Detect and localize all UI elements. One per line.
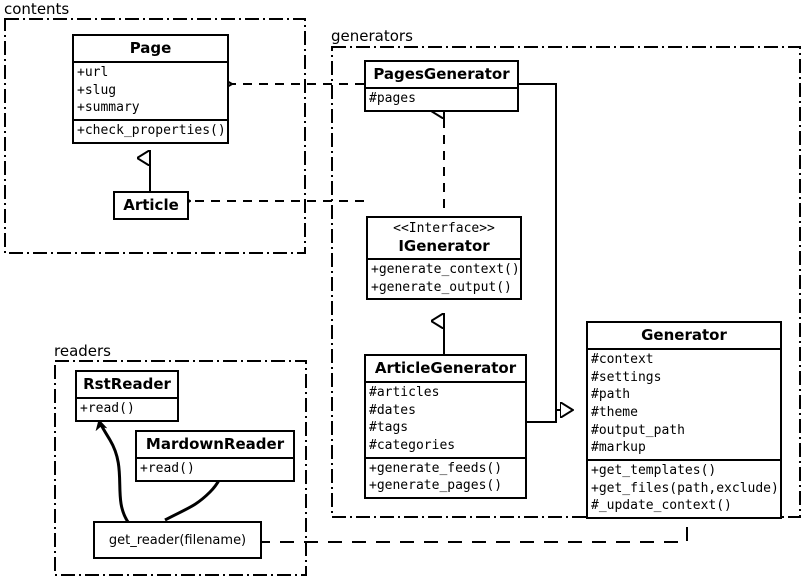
class-name-igenerator: IGenerator xyxy=(398,236,490,255)
attribute-item: #articles xyxy=(369,385,440,400)
attribute-item: #markup xyxy=(591,440,646,456)
attribute-item: +summary xyxy=(77,100,140,116)
method-item: +read() xyxy=(80,401,135,416)
class-box-article[interactable]: Article xyxy=(113,191,189,220)
attribute-item: #categories xyxy=(369,438,456,454)
method-item: +generate_context() xyxy=(371,261,520,277)
function-box-get-reader[interactable]: get_reader(filename) xyxy=(93,521,262,559)
attribute-item: #pages xyxy=(369,91,416,106)
class-methods-igenerator: +generate_context() +generate_output() xyxy=(368,260,520,298)
attribute-item: +slug xyxy=(77,82,117,98)
method-item: #_update_context() xyxy=(591,498,732,514)
class-stereotype-igenerator: <<Interface>> xyxy=(393,221,495,236)
relation-get-reader-creates-rstreader xyxy=(95,419,130,523)
method-item: +generate_output() xyxy=(371,279,512,295)
class-name-article: Article xyxy=(123,196,179,214)
class-methods-mardownreader: +read() xyxy=(137,459,293,480)
class-methods-articlegenerator: +generate_feeds() +generate_pages() xyxy=(366,459,525,497)
class-attributes-page: +url +slug +summary xyxy=(74,63,227,119)
package-label-generators: generators xyxy=(331,27,413,45)
attribute-item: #tags xyxy=(369,420,409,436)
attribute-item: #output_path xyxy=(591,422,685,438)
attribute-item: #path xyxy=(591,387,631,403)
attribute-item: #theme xyxy=(591,405,638,421)
class-name-generator: Generator xyxy=(641,326,727,344)
package-label-readers: readers xyxy=(54,342,111,360)
class-name-rstreader: RstReader xyxy=(83,375,171,393)
class-box-rstreader[interactable]: RstReader +read() xyxy=(75,370,179,422)
relation-pagesgenerator-extends-generator xyxy=(519,83,573,410)
class-name-pagesgenerator: PagesGenerator xyxy=(373,65,510,83)
class-methods-page: +check_properties() xyxy=(74,121,227,142)
class-attributes-pagesgenerator: #pages xyxy=(366,89,517,110)
method-item: +check_properties() xyxy=(77,123,226,139)
attribute-item: #dates xyxy=(369,402,416,418)
class-box-mardownreader[interactable]: MardownReader +read() xyxy=(135,430,295,482)
class-name-mardownreader: MardownReader xyxy=(145,435,285,453)
class-box-igenerator[interactable]: <<Interface>> IGenerator +generate_conte… xyxy=(366,216,522,301)
class-header-igenerator: <<Interface>> IGenerator xyxy=(368,218,520,258)
class-methods-generator: +get_templates() +get_files(path,exclude… xyxy=(588,461,780,517)
attribute-item: #context xyxy=(591,352,654,367)
class-attributes-generator: #context #settings #path #theme #output_… xyxy=(588,350,780,459)
class-name-articlegenerator: ArticleGenerator xyxy=(374,359,517,377)
method-item: +generate_pages() xyxy=(369,478,503,494)
attribute-item: +url xyxy=(77,65,109,80)
package-label-contents: contents xyxy=(4,0,70,18)
function-label-get-reader: get_reader(filename) xyxy=(108,532,247,548)
class-box-articlegenerator[interactable]: ArticleGenerator #articles #dates #tags … xyxy=(364,354,527,500)
method-item: +get_templates() xyxy=(591,463,717,479)
method-item: +get_files(path,exclude) xyxy=(591,480,779,496)
attribute-item: #settings xyxy=(591,369,662,385)
class-methods-rstreader: +read() xyxy=(77,399,177,420)
class-box-page[interactable]: Page +url +slug +summary +check_properti… xyxy=(72,34,229,144)
class-attributes-articlegenerator: #articles #dates #tags #categories xyxy=(366,383,525,457)
method-item: +read() xyxy=(140,461,195,476)
class-box-generator[interactable]: Generator #context #settings #path #them… xyxy=(586,321,782,520)
method-item: +generate_feeds() xyxy=(369,460,503,476)
class-box-pagesgenerator[interactable]: PagesGenerator #pages xyxy=(364,60,519,112)
class-name-page: Page xyxy=(129,39,172,57)
relation-articlegenerator-extends-generator xyxy=(527,410,557,423)
